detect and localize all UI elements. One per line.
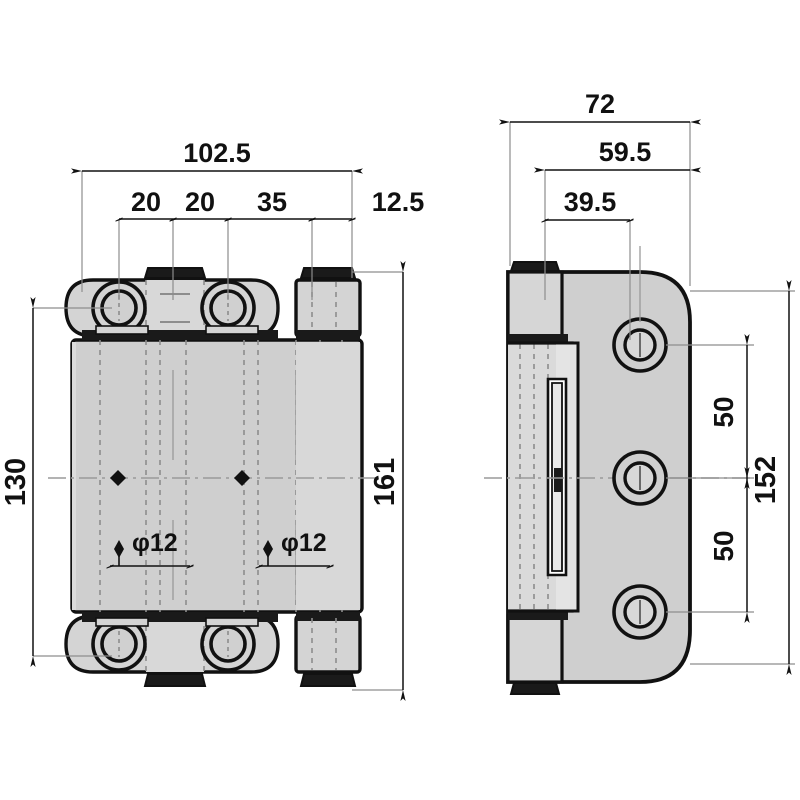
side-upper-tab — [509, 261, 561, 272]
front-right-leaf-band — [296, 342, 360, 610]
front-hole-left — [110, 470, 126, 486]
front-bottom-centre-block — [146, 616, 204, 672]
front-bottom-seat-notch-l — [95, 617, 149, 627]
side-lower-seat — [508, 611, 568, 620]
dimlabel-35: 35 — [257, 187, 287, 217]
front-top-right-tab — [299, 267, 357, 279]
front-bottom-bushing-right-inner — [209, 625, 247, 663]
dimlabel-50-lower: 50 — [708, 530, 739, 561]
dimlabel-20b: 20 — [185, 187, 215, 217]
side-leaf-cavity — [508, 341, 580, 613]
dimlabel-130: 130 — [0, 458, 32, 506]
front-top-knuckle-group — [64, 267, 280, 340]
dimlabel-phi12-right: φ12 — [281, 529, 327, 557]
dimlabel-12_5: 12.5 — [372, 187, 425, 217]
front-left-edge-band — [72, 342, 76, 610]
dimlabel-59_5: 59.5 — [599, 137, 652, 167]
front-top-seat-notch-l — [95, 325, 149, 335]
dimlabel-161: 161 — [369, 458, 401, 506]
front-bottom-seat-notch-r — [205, 617, 259, 627]
side-screw-hole-lower — [612, 584, 668, 640]
side-lower-knuckle-block — [506, 614, 564, 684]
front-top-centre-tab — [143, 267, 207, 279]
front-top-seat-notch-r — [205, 325, 259, 335]
dimlabel-50-upper: 50 — [708, 396, 739, 427]
side-upper-knuckle-block — [506, 270, 564, 340]
front-bottom-right-block — [294, 614, 362, 674]
dimlabel-72: 72 — [585, 89, 615, 119]
dimlabel-102_5: 102.5 — [183, 138, 251, 168]
front-hole-right — [234, 470, 250, 486]
side-screw-hole-middle — [612, 450, 668, 506]
front-view-geometry — [48, 267, 386, 687]
front-top-seat-strip — [82, 330, 278, 340]
front-bottom-bushing-left-inner — [100, 625, 138, 663]
front-bottom-knuckle-group — [64, 612, 280, 687]
front-bottom-right-block-group — [294, 612, 362, 687]
side-lower-knuckle — [506, 611, 568, 695]
front-bottom-right-seat — [296, 612, 360, 621]
front-top-right-block — [294, 278, 362, 338]
front-bottom-right-tab — [299, 673, 357, 687]
leader-phi12-right-head — [263, 540, 273, 558]
front-top-centre-block — [146, 280, 204, 336]
dimlabel-phi12-left: φ12 — [132, 529, 178, 557]
front-view-dimensions: 102.5 20 20 35 12.5 130 161 φ12 — [0, 138, 425, 701]
side-upper-knuckle — [506, 261, 568, 343]
dimlabel-152: 152 — [750, 456, 782, 504]
side-view-geometry — [484, 246, 760, 695]
dimlabel-20a: 20 — [131, 187, 161, 217]
front-top-right-seat — [296, 330, 360, 340]
side-view-dimensions: 72 59.5 39.5 50 50 152 — [499, 89, 795, 675]
leader-phi12-left-head — [114, 540, 124, 558]
front-bottom-seat-strip — [82, 612, 278, 622]
front-top-right-block-group — [294, 267, 362, 340]
front-phi12-holes — [110, 470, 250, 486]
side-lower-tab — [509, 682, 561, 695]
side-screw-hole-upper — [612, 317, 668, 373]
dimlabel-39_5: 39.5 — [564, 187, 617, 217]
front-bottom-centre-tab — [143, 673, 207, 687]
side-cavity-pin — [554, 468, 562, 492]
side-upper-seat — [508, 334, 568, 343]
